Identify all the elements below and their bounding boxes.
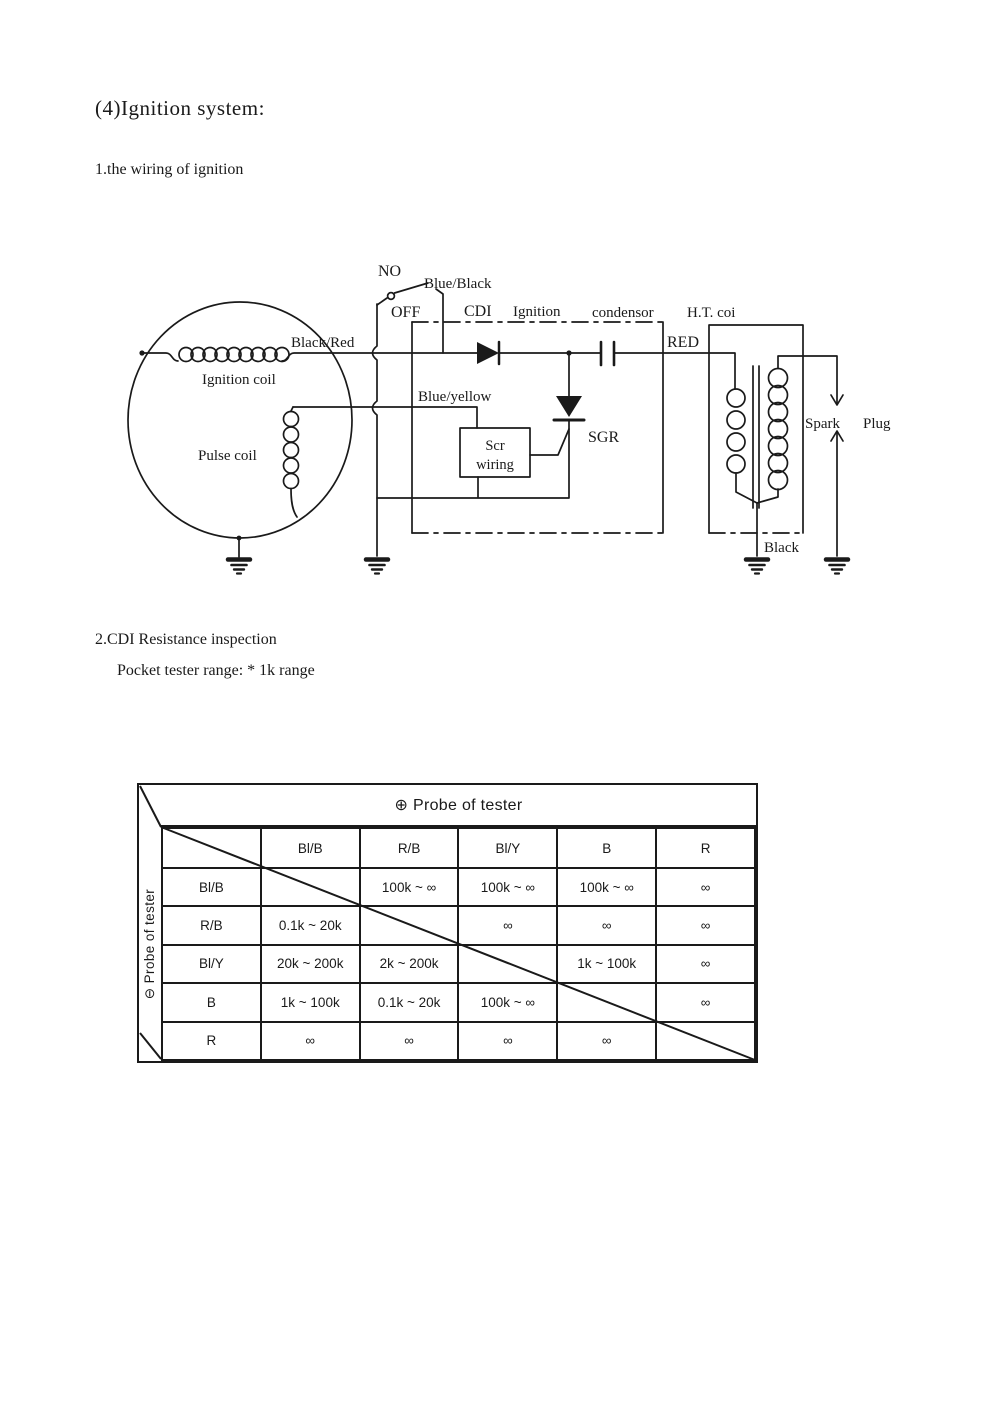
label-black-red: Black/Red [291,335,355,351]
table-cell: ∞ [457,905,559,946]
ignition-coil-winding [178,346,290,363]
cdi-ground-wire [376,420,570,499]
table-cell: 1k ~ 100k [556,943,658,985]
table-cell: ∞ [655,943,756,985]
table-row: B 1k ~ 100k 0.1k ~ 20k 100k ~ ∞ ∞ [161,982,756,1023]
table-left-header-text: ⊖ Probe of tester [142,888,157,1000]
switch-blade [393,282,429,294]
spark-gap-arrows [830,394,844,557]
table-cell: ∞ [259,1020,361,1062]
table-row: R ∞ ∞ ∞ ∞ [161,1020,756,1062]
label-plug: Plug [863,416,891,432]
col-header: B [556,827,658,869]
row-label: R/B [161,905,262,946]
table-cell: ∞ [556,1020,658,1062]
col-header: Bl/B [259,827,361,869]
label-cdi: CDI [464,303,492,320]
ignition-wiring-diagram: NO OFF Blue/Black Black/Red CDI Ignition… [127,263,891,575]
tester-range-note: Pocket tester range: * 1k range [117,662,315,679]
table-cell: 100k ~ ∞ [556,866,658,908]
ht-secondary-winding [756,367,789,504]
table-cell [556,982,658,1023]
label-scr-line2: wiring [476,457,514,473]
table-cell [655,1020,756,1062]
table-cell: ∞ [655,982,756,1023]
corner-diagonal-top [139,785,162,828]
label-no: NO [378,263,401,280]
label-condensor: condensor [592,305,654,321]
col-header: Bl/Y [457,827,559,869]
ht-coil-box [708,324,804,534]
label-blue-black: Blue/Black [424,276,492,292]
cdi-box [411,321,664,534]
ground-symbol-spark-plug [823,557,851,575]
table-cell: ∞ [655,866,756,908]
label-blue-yellow: Blue/yellow [418,389,491,405]
page-title: (4)Ignition system: [95,96,265,120]
label-ht-coi: H.T. coi [687,305,735,321]
table-row: Bl/Y 20k ~ 200k 2k ~ 200k 1k ~ 100k ∞ [161,943,756,985]
table-cell: 0.1k ~ 20k [259,905,361,946]
row-label: B [161,982,262,1023]
table-cell: 100k ~ ∞ [358,866,460,908]
section-2-heading: 2.CDI Resistance inspection [95,631,277,648]
ground-symbol-magneto [225,535,253,575]
cdi-resistance-table: ⊕ Probe of tester ⊖ Probe of tester Bl/B… [137,783,758,1063]
pulse-coil-winding [282,406,300,518]
table-cell [457,943,559,985]
pulse-wire-blue-yellow [292,406,478,429]
table-cell: ∞ [556,905,658,946]
ground-symbol-switch [363,557,391,575]
label-off: OFF [391,304,420,321]
table-cell: 20k ~ 200k [259,943,361,985]
table-cell: ∞ [358,1020,460,1062]
sgr-scr-symbol [529,352,586,456]
table-cell: 0.1k ~ 20k [358,982,460,1023]
table-top-header: ⊕ Probe of tester [161,785,756,827]
label-pulse-coil: Pulse coil [198,448,257,464]
table-cell: ∞ [655,905,756,946]
table-cell: 100k ~ ∞ [457,982,559,1023]
condensor-capacitor [599,340,616,367]
row-label: R [161,1020,262,1062]
stator-terminal-dot [139,350,145,356]
col-header: R [655,827,756,869]
ground-symbol-ht-coil [743,557,771,575]
label-sgr: SGR [588,429,619,446]
section-1-heading: 1.the wiring of ignition [95,161,244,178]
label-ignition: Ignition [513,304,561,320]
table-cell [259,866,361,908]
junction-dot [566,350,572,356]
kill-switch-link [376,297,388,306]
spark-plug-wire [777,355,838,405]
kill-switch-ground-wire [371,303,378,557]
table-left-header: ⊖ Probe of tester [139,827,161,1061]
row-label: Bl/B [161,866,262,908]
col-header: R/B [358,827,460,869]
table-cell: 100k ~ ∞ [457,866,559,908]
table-cell: ∞ [457,1020,559,1062]
label-ignition-coil: Ignition coil [202,372,276,388]
diode [477,340,501,366]
table-row: R/B 0.1k ~ 20k ∞ ∞ ∞ [161,905,756,946]
label-red: RED [667,334,699,351]
row-label: Bl/Y [161,943,262,985]
corner-cell [161,827,262,869]
scr-wiring-box [459,427,531,478]
table-header-row: Bl/B R/B Bl/Y B R [161,827,756,869]
table-cell: 2k ~ 200k [358,943,460,985]
table-cell [358,905,460,946]
switch-terminal-circle [386,291,396,301]
label-black: Black [764,540,799,556]
resistance-grid: Bl/B R/B Bl/Y B R Bl/B 100k ~ ∞ 100k ~ ∞… [161,827,756,1062]
table-cell: 1k ~ 100k [259,982,361,1023]
ht-primary-winding [726,388,758,504]
label-spark: Spark [805,416,840,432]
ht-core [752,365,760,509]
table-row: Bl/B 100k ~ ∞ 100k ~ ∞ 100k ~ ∞ ∞ [161,866,756,908]
switch-right-terminal-wire [435,288,444,354]
label-scr-line1: Scr [485,438,505,454]
